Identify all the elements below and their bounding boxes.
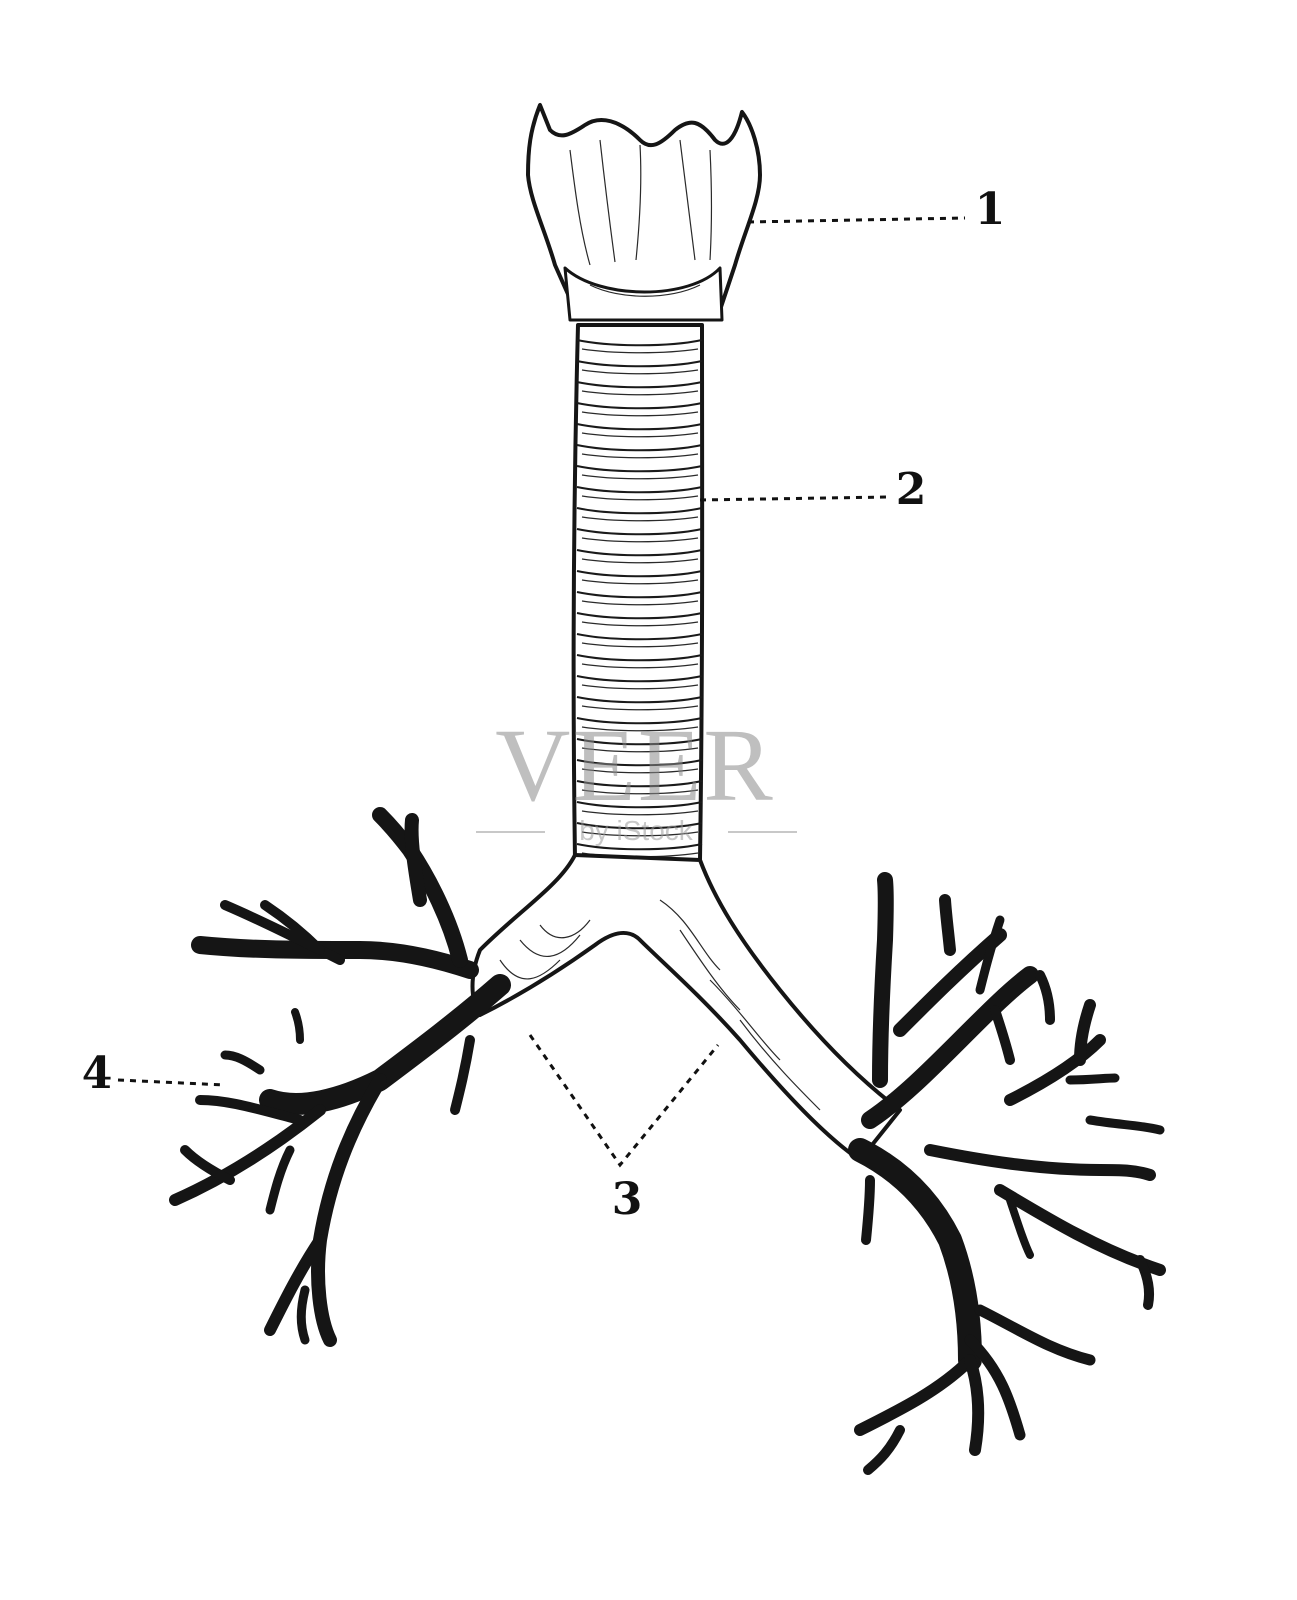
cartilage-ring	[576, 570, 703, 578]
ring-shading	[581, 726, 699, 732]
cartilage-ring	[576, 717, 703, 725]
ring-shading	[581, 642, 699, 648]
ring-shading	[581, 348, 699, 354]
leader-3	[528, 1034, 720, 1168]
cartilage-ring	[576, 612, 703, 620]
ring-shading	[581, 474, 699, 480]
cartilage-ring	[576, 423, 703, 431]
ring-shading	[581, 495, 699, 501]
left-bronchial-tree	[169, 807, 511, 1347]
leader-4	[117, 1078, 226, 1087]
callout-labels: 1 2 3 4	[82, 184, 1006, 1225]
watermark-sub: by iStock	[579, 815, 694, 846]
cartilage-ring	[576, 822, 703, 830]
ring-shading	[581, 747, 699, 753]
larynx	[526, 103, 762, 322]
cartilage-ring	[576, 801, 703, 809]
ring-shading	[581, 831, 699, 837]
ring-shading	[581, 411, 699, 417]
ring-shading	[581, 705, 699, 711]
cartilage-ring	[576, 675, 703, 683]
ring-shading	[581, 390, 699, 396]
cartilage-ring	[576, 738, 703, 746]
ring-shading	[581, 579, 699, 585]
cartilage-ring	[576, 339, 703, 347]
callout-leaders	[117, 216, 966, 1168]
cartilage-ring	[576, 633, 703, 641]
cartilage-ring	[576, 507, 703, 515]
ring-shading	[581, 537, 699, 543]
cartilage-ring	[576, 549, 703, 557]
cartilage-ring	[576, 654, 703, 662]
right-bronchial-tree	[848, 872, 1166, 1475]
ring-shading	[581, 768, 699, 774]
callout-4: 4	[82, 1048, 113, 1099]
ring-shading	[581, 369, 699, 375]
ring-shading	[581, 621, 699, 627]
cartilage-ring	[576, 780, 703, 788]
cartilage-ring	[576, 402, 703, 410]
ring-shading	[581, 684, 699, 690]
ring-shading	[581, 789, 699, 795]
cartilage-ring	[576, 528, 703, 536]
ring-shading	[581, 663, 699, 669]
ring-shading	[581, 600, 699, 606]
leader-2	[699, 495, 889, 502]
ring-shading	[581, 516, 699, 522]
leader-1	[747, 216, 966, 224]
callout-3: 3	[612, 1174, 643, 1225]
ring-shading	[581, 432, 699, 438]
trachea	[571, 323, 705, 862]
cartilage-ring	[576, 591, 703, 599]
cartilage-ring	[576, 696, 703, 704]
callout-2: 2	[896, 464, 927, 515]
cartilage-ring	[576, 360, 703, 368]
watermark-main: VEER	[495, 708, 775, 823]
ring-shading	[581, 453, 699, 459]
ring-shading	[581, 558, 699, 564]
cartilage-ring	[576, 444, 703, 452]
cartilage-ring	[576, 465, 703, 473]
cartilage-ring	[576, 381, 703, 389]
cartilage-ring	[576, 486, 703, 494]
cartilage-ring	[576, 759, 703, 767]
main-bronchi	[470, 853, 902, 1162]
callout-1: 1	[975, 184, 1006, 235]
cartilage-ring	[576, 843, 703, 851]
watermark: VEER by iStock	[476, 708, 797, 846]
ring-shading	[581, 810, 699, 816]
